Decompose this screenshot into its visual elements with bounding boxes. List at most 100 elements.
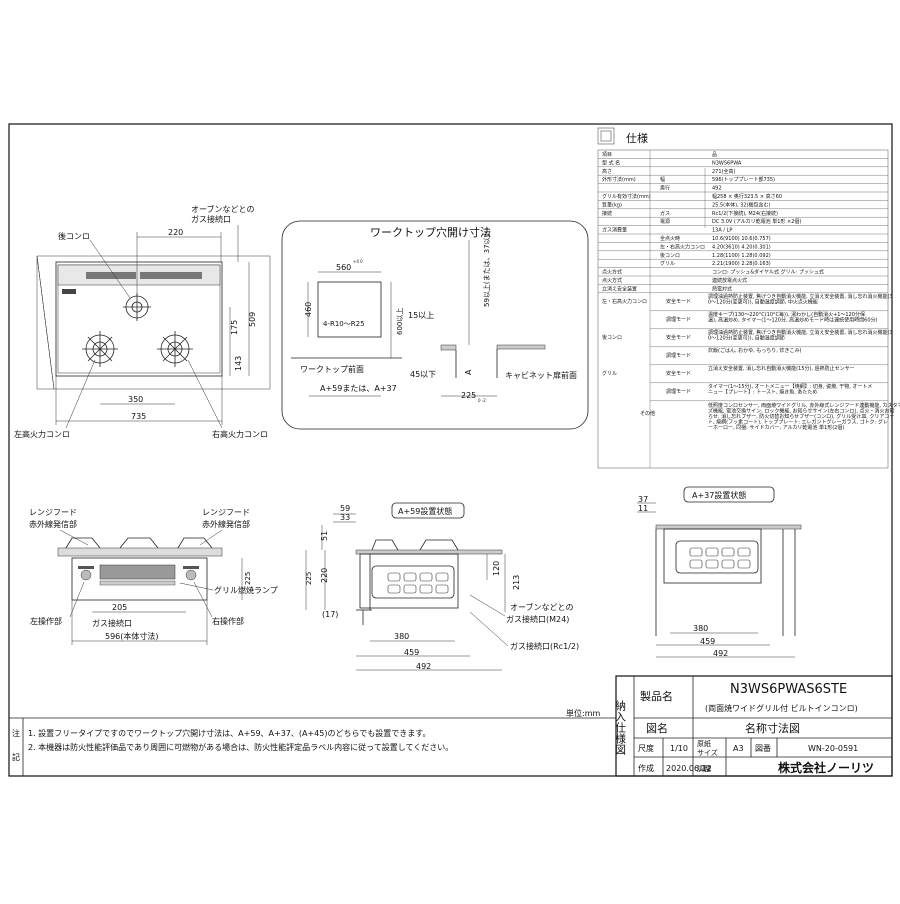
spec-row-label: 項目 (602, 152, 612, 158)
label-oven-gas-2: ガス接続口 (191, 214, 231, 224)
spec-row-label: グリル有効寸法(mm) (602, 193, 651, 200)
side59-dim-213: 213 (512, 575, 521, 590)
label-oven-gas-1: オーブンなどとの (191, 204, 254, 214)
front-dim-205: 205 (112, 603, 127, 612)
side59-oven-2: ガス接続口(M24) (506, 614, 569, 624)
cutout-dim-460: 460 (304, 302, 313, 317)
spec-row-value: 271(全高) (712, 168, 735, 175)
side59-oven-1: オーブンなどとの (510, 602, 573, 612)
tb-num-label: 図番 (755, 743, 771, 753)
spec-row-label: 高さ (602, 168, 612, 175)
cutout-dim-225: 225 (461, 391, 476, 400)
spec-mode-type: 安全モード (666, 370, 691, 377)
spec-row-sub: 電源 (660, 218, 670, 225)
side59-dim-459: 459 (404, 648, 419, 657)
side37-dim-11: 11 (638, 504, 648, 513)
left-burner (82, 331, 118, 367)
front-hood-left-2: 赤外線発信部 (29, 519, 77, 529)
side59-dim-51: 51 (320, 531, 329, 541)
spec-row-sub: 左・右高火力コンロ (660, 243, 705, 250)
spec-mode-text: 調理油過熱防止装置, 焦げつき自動消火機能, 立消え安全装置, 消し忘れ消火機能… (708, 329, 893, 336)
tb-size: A3 (733, 744, 744, 753)
spec-row-value: 1.28(1100) 1.28(0.092) (712, 253, 771, 259)
spec-row-label: 接続 (602, 210, 612, 217)
notes-head-2: 記 (12, 752, 20, 762)
front-body (71, 557, 208, 601)
tb-company: 株式会社ノーリツ (778, 760, 874, 775)
spec-row-value: N3WS6PWA (712, 160, 742, 166)
side59-gas-rc: ガス接続口(Rc1/2) (510, 641, 579, 651)
rear-burner (123, 293, 151, 321)
dim-350: 350 (128, 395, 143, 404)
side37-dim-459: 459 (700, 637, 715, 646)
front-right-op: 右操作部 (212, 616, 244, 626)
spec-row-label: ガス消費量 (602, 227, 627, 234)
dim-735: 735 (131, 412, 146, 421)
spec-mode-text: ニュー【プレート】: トースト, 焼き魚, あたため (708, 388, 817, 395)
spec-row-sub: 奥行 (660, 185, 670, 192)
spec-row-label: 型 式 名 (602, 159, 620, 166)
spec-row-label: 外形寸法(mm) (602, 176, 636, 183)
spec-mode-label: 左・右高火力コンロ (602, 298, 647, 305)
front-hood-right-1: レンジフード (202, 508, 250, 517)
side59-dim-492: 492 (416, 662, 431, 671)
spec-mode-type: 調理モード (666, 316, 691, 323)
spec-mode-text: 調理油過熱防止装置, 焦げつき自動消火機能, 立消え安全装置, 消し忘れ消火機能… (708, 293, 893, 300)
spec-mode-text: 温度キープ(130〜220°C(10°C毎)), 湯わかし(自動消火+1〜120… (708, 311, 865, 318)
notes-head-1: 注 (12, 728, 20, 738)
cutout-front-label: ワークトップ前面 (300, 364, 364, 374)
spec-row-value: 492 (712, 186, 722, 192)
side59-dim-225: 225 (305, 572, 313, 585)
front-dim-596: 596(本体寸法) (105, 631, 159, 641)
label-right-burner: 右高火力コンロ (212, 429, 268, 439)
spec-mode-label: 後コンロ (602, 334, 622, 341)
side59-dim-59: 59 (340, 504, 350, 513)
spec-mode-type: 調理モード (666, 352, 691, 359)
spec-mode-text: 0〜120分(変更可)), 自動温度調節, 中火点火機能 (708, 298, 818, 305)
spec-other-text: らせ, 消し忘れブザー, 防火切替お知らせブザー(コンロ), グリル受け皿, ク… (708, 413, 894, 420)
spec-row-sub: グリル (660, 260, 675, 267)
front-view: レンジフード 赤外線発信部 レンジフード 赤外線発信部 グリル燃焼ランプ 205… (29, 508, 278, 645)
side59-dim-120: 120 (492, 561, 501, 576)
top-view: 220 175 143 509 350 735 オーブンなどとの ガス接続口 後… (14, 204, 271, 439)
side37-dim-492: 492 (713, 649, 728, 658)
spec-row-value: 4.20(3610) 4.20(0.301) (712, 244, 771, 250)
spec-other-label: その他 (640, 410, 655, 417)
spec-other-text: ーホーロー, 同梱: サイドカバー, アルカリ乾電池 単1形(2個) (708, 424, 844, 431)
spec-other-text: 低照度コンロセンサー, 両面焼ワイドグリル, 赤外線式レンジフード連動機能, カ… (708, 402, 900, 409)
spec-row-label: 点火方式 (602, 269, 622, 276)
side59-dim-380: 380 (394, 632, 409, 641)
spec-row-value: 25.5(本体), 32(梱包含む) (712, 201, 771, 208)
unit-label: 単位:mm (566, 708, 600, 718)
spec-row-value: Rc1/2(下接続), M24(右接続) (712, 210, 778, 217)
cutout-dim-59: 59以上(または、37以上) (482, 227, 491, 307)
note-line-1: 1. 設置フリータイプですのでワークトップ穴開け寸法は、A+59、A+37、(A… (28, 728, 430, 738)
cutout-dim-A: A (464, 369, 473, 375)
spec-mode-type: 安全モード (666, 334, 691, 341)
top-plate (55, 261, 223, 377)
side59-dim-17: (17) (322, 610, 338, 619)
dim-509: 509 (248, 312, 257, 327)
spec-row-value: 2.21(1900) 2.28(0.163) (712, 261, 771, 267)
tb-check-label: 調整 (697, 764, 711, 773)
spec-other-text: ズ機能, 電池交換サイン, ロック機能, お知らせサイン(左右コンロ), 点火・… (708, 407, 895, 414)
spec-mode-type: 安全モード (666, 298, 691, 305)
side37-dim-37: 37 (638, 495, 648, 504)
tb-fig-label: 図名 (646, 721, 668, 735)
front-hood-right-2: 赤外線発信部 (202, 519, 250, 529)
front-grill-lamp: グリル燃焼ランプ (214, 585, 278, 595)
tb-size-label-2: サイズ (697, 748, 718, 757)
spec-row-sub: ガス (660, 210, 670, 217)
spec-row-value: コンロ: プッシュ&ダイヤル式 グリル: プッシュ式 (712, 269, 824, 276)
front-hood-left-1: レンジフード (29, 508, 77, 517)
label-left-burner: 左高火力コンロ (14, 429, 70, 439)
spec-row-value: 幅258 × 奥行323.5 × 高さ60 (712, 193, 782, 200)
side37-dim-380: 380 (693, 624, 708, 633)
tb-num: WN-20-0591 (808, 744, 858, 753)
dim-143: 143 (234, 356, 243, 371)
tb-product-label: 製品名 (640, 689, 673, 703)
spec-row-sub: 幅 (660, 176, 665, 183)
spec-row-label: 立消え安全装置 (602, 285, 637, 292)
cutout-cabinet: キャビネット扉前面 (505, 370, 577, 380)
